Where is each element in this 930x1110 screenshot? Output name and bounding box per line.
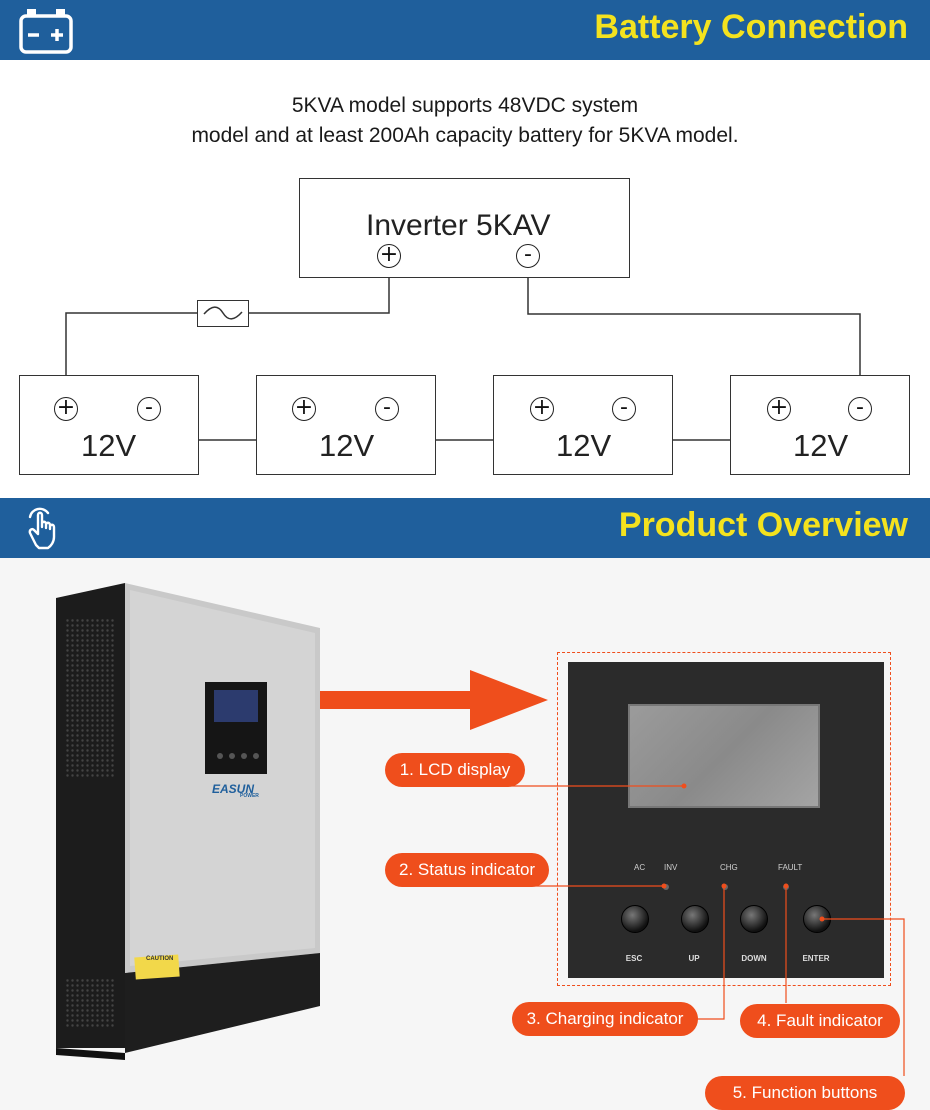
caution-label: CAUTION: [146, 956, 174, 962]
pointing-hand-icon: [22, 503, 78, 553]
inverter-box: Inverter 5KAV: [299, 178, 630, 278]
battery-connection-banner: Battery Connection: [0, 0, 930, 60]
inv-indicator-label: INV: [664, 863, 678, 872]
battery-4-voltage: 12V: [793, 428, 849, 463]
device-brand-sub: POWER: [240, 793, 259, 799]
battery-2-voltage: 12V: [319, 428, 375, 463]
inverter-positive-terminal: +: [377, 244, 401, 268]
inverter-label: Inverter 5KAV: [366, 209, 551, 242]
battery-1-positive-terminal: +: [54, 397, 78, 421]
esc-button[interactable]: [621, 905, 649, 933]
down-button-label: DOWN: [741, 954, 767, 963]
callout-status-indicator: 2. Status indicator: [385, 853, 549, 887]
ac-indicator-label: AC: [634, 863, 646, 872]
battery-4: 12V: [730, 375, 910, 475]
fault-indicator-label: FAULT: [778, 863, 803, 872]
battery-4-negative-terminal: -: [848, 397, 872, 421]
battery-icon: [18, 6, 74, 56]
battery-1-voltage: 12V: [81, 428, 137, 463]
battery-1-negative-terminal: -: [137, 397, 161, 421]
battery-3-voltage: 12V: [556, 428, 612, 463]
callout-function-buttons: 5. Function buttons: [705, 1076, 905, 1110]
product-overview-title: Product Overview: [618, 506, 908, 544]
battery-1: 12V: [19, 375, 199, 475]
up-button-label: UP: [688, 954, 700, 963]
down-button[interactable]: [740, 905, 768, 933]
zoom-arrow: [320, 670, 548, 730]
control-panel-closeup: AC INV CHG FAULT ESC UP DOWN ENTER: [568, 662, 884, 978]
battery-3-positive-terminal: +: [530, 397, 554, 421]
battery-connection-title: Battery Connection: [594, 8, 908, 46]
callout-fault-indicator: 4. Fault indicator: [740, 1004, 900, 1038]
inverter-device-body: [56, 583, 320, 1060]
battery-4-positive-terminal: +: [767, 397, 791, 421]
device-brand-logo: EASUN: [212, 782, 255, 796]
inverter-negative-terminal: -: [516, 244, 540, 268]
chg-indicator-label: CHG: [720, 863, 738, 872]
callout-charging-indicator: 3. Charging indicator: [512, 1002, 698, 1036]
battery-3-negative-terminal: -: [612, 397, 636, 421]
product-overview-banner: Product Overview: [0, 498, 930, 558]
intro-line-1: 5KVA model supports 48VDC system: [291, 94, 639, 117]
battery-2-positive-terminal: +: [292, 397, 316, 421]
enter-button-label: ENTER: [802, 954, 830, 963]
battery-2-negative-terminal: -: [375, 397, 399, 421]
intro-line-2: model and at least 200Ah capacity batter…: [191, 124, 739, 147]
esc-button-label: ESC: [625, 954, 643, 963]
up-button[interactable]: [681, 905, 709, 933]
battery-2: 12V: [256, 375, 436, 475]
battery-3: 12V: [493, 375, 673, 475]
callout-lcd-display: 1. LCD display: [385, 753, 525, 787]
lcd-display: [628, 704, 820, 808]
fuse-icon: [197, 300, 249, 327]
